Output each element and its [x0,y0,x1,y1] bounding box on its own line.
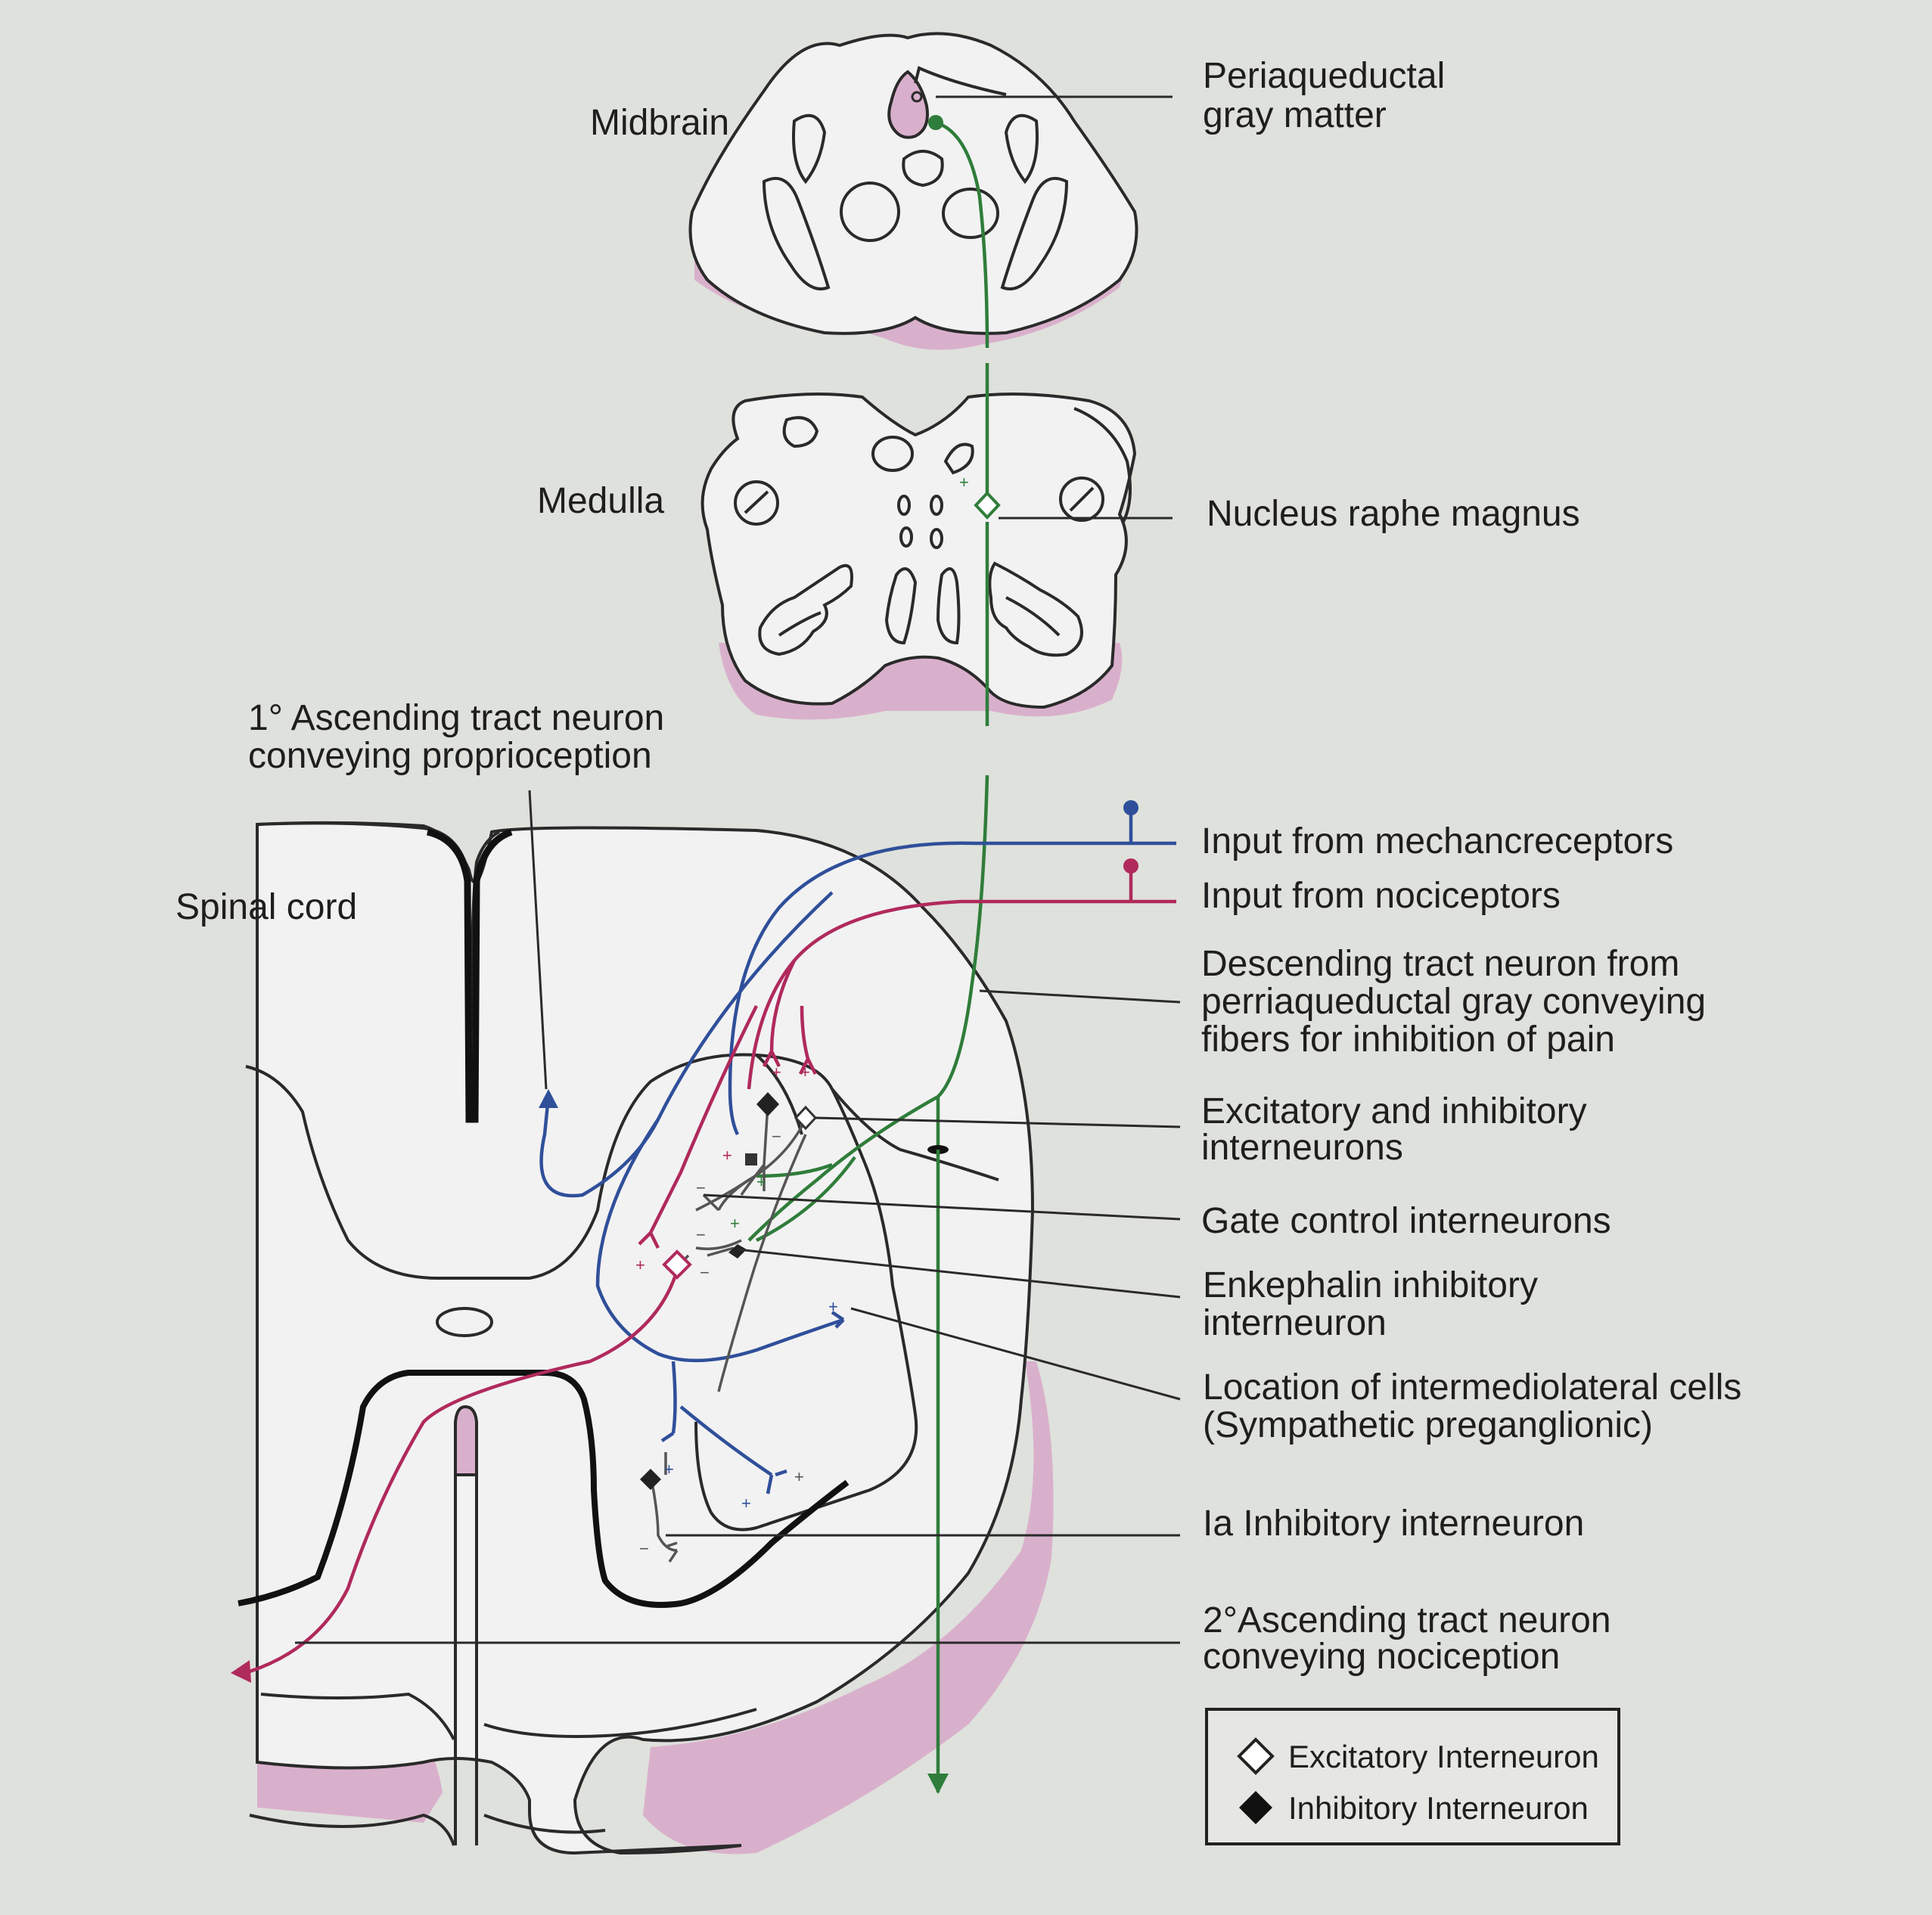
label-enkephalin-2: interneuron [1203,1303,1387,1343]
mechanoreceptor-pathway [539,800,1176,1494]
synapse-signs: + + − + + − + − + − + + + + − [635,1063,838,1558]
interneuron-network [649,1103,807,1563]
label-raphe: Nucleus raphe magnus [1207,494,1580,534]
label-spinal-cord: Spinal cord [175,887,357,927]
label-exc-inh-1: Excitatory and inhibitory [1201,1091,1587,1131]
inhibitory-diamond-icon [1239,1791,1272,1824]
midbrain-section [688,32,1138,350]
label-descending-3: fibers for inhibition of pain [1201,1020,1615,1060]
svg-text:+: + [664,1460,674,1479]
svg-text:−: − [639,1539,649,1558]
svg-text:−: − [696,1178,706,1197]
label-gate-control: Gate control interneurons [1201,1201,1611,1241]
label-nociceptors: Input from nociceptors [1201,876,1561,916]
svg-text:+: + [959,473,969,492]
svg-text:+: + [722,1146,732,1165]
label-midbrain: Midbrain [590,103,729,143]
labels: Midbrain Medulla Spinal cord Periaqueduc… [175,56,1741,1677]
label-descending-2: perriaqueductal gray conveying [1201,982,1706,1022]
svg-text:+: + [741,1494,751,1513]
excitatory-diamond-icon [1237,1737,1275,1775]
label-descending-1: Descending tract neuron from [1201,944,1679,984]
label-periaqueductal-1: Periaqueductal [1203,56,1445,96]
svg-text:+: + [794,1467,804,1486]
legend: Excitatory Interneuron Inhibitory Intern… [1205,1708,1620,1845]
label-ascending2-2: conveying nociception [1203,1637,1560,1677]
svg-text:+: + [756,1172,766,1191]
legend-excitatory: Excitatory Interneuron [1288,1739,1599,1774]
label-mechanoreceptors: Input from mechancreceptors [1201,821,1673,861]
legend-inhibitory: Inhibitory Interneuron [1288,1790,1589,1826]
label-iml-1: Location of intermediolateral cells [1203,1367,1741,1408]
interneuron-symbols [640,1092,818,1490]
label-ascending1-1: 1° Ascending tract neuron [248,698,664,738]
leader-lines [295,95,1181,1644]
label-enkephalin-1: Enkephalin inhibitory [1203,1265,1538,1305]
label-ia-inhibitory: Ia Inhibitory interneuron [1203,1504,1584,1544]
svg-text:+: + [635,1255,645,1274]
spinal-cord-section [238,821,1054,1855]
nociceptor-pathway [231,858,1176,1683]
svg-text:+: + [730,1214,740,1233]
label-exc-inh-2: interneurons [1201,1128,1403,1168]
svg-text:−: − [700,1263,710,1282]
svg-text:+: + [800,1063,810,1082]
svg-text:+: + [772,1063,781,1082]
label-medulla: Medulla [537,481,664,521]
svg-text:−: − [772,1127,781,1146]
medulla-section [700,393,1137,720]
label-ascending2-1: 2°Ascending tract neuron [1203,1600,1611,1640]
raphe-neuron: + [959,473,1001,520]
svg-text:−: − [696,1225,706,1244]
label-iml-2: (Sympathetic preganglionic) [1203,1405,1653,1445]
svg-text:+: + [828,1297,838,1316]
label-ascending1-2: conveying proprioception [248,736,652,776]
label-periaqueductal-2: gray matter [1203,95,1387,135]
